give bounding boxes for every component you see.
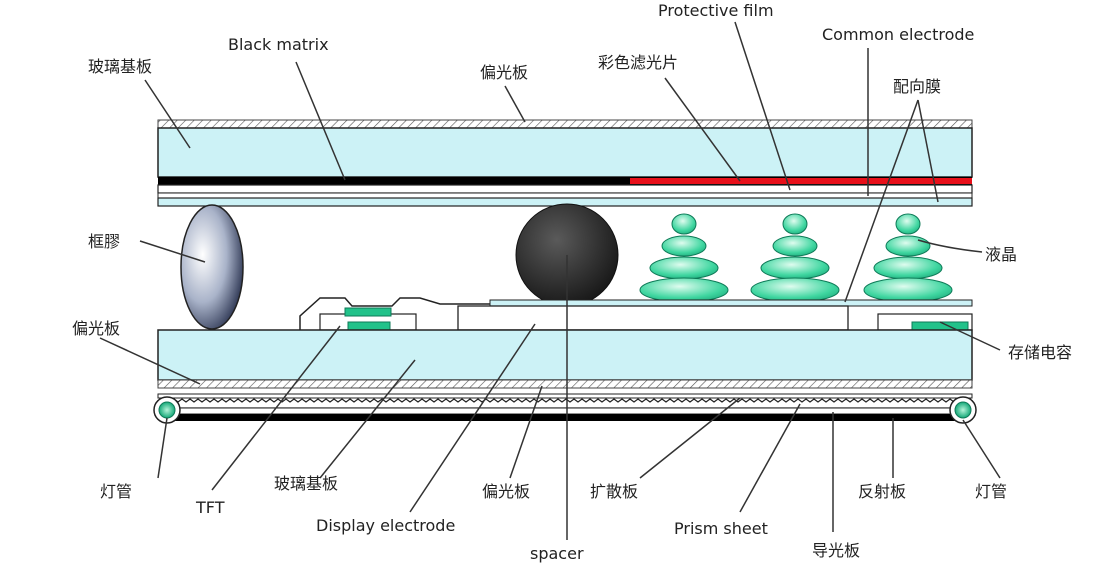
label-reflector: 反射板 [858, 482, 906, 501]
color-filter-layer [630, 178, 972, 184]
liquid-crystal-molecule [639, 213, 729, 303]
label-light-guide: 导光板 [812, 541, 860, 560]
label-protective-film: Protective film [658, 1, 774, 20]
display-electrode-layer [457, 305, 849, 331]
liquid-crystal-molecule [750, 213, 840, 303]
label-diffuser: 扩散板 [590, 482, 638, 501]
reflector-layer [166, 414, 966, 421]
bottom-glass-substrate [157, 329, 973, 381]
tft-structure [299, 297, 490, 331]
label-alignment-film: 配向膜 [893, 77, 941, 96]
label-glass-top: 玻璃基板 [88, 57, 152, 76]
sealant-shape [180, 204, 244, 330]
light-guide-layer [167, 407, 965, 415]
bottom-polarizer-layer [157, 379, 973, 389]
lamp-left-core [158, 401, 176, 419]
label-lamp-right: 灯管 [975, 482, 1007, 501]
label-storage-capacitor: 存储电容 [1008, 343, 1072, 362]
label-liquid-crystal: 液晶 [985, 245, 1017, 264]
label-spacer: spacer [530, 544, 584, 563]
top-polarizer-layer [157, 119, 973, 129]
bottom-alignment-film [489, 299, 973, 307]
label-glass-bottom: 玻璃基板 [274, 474, 338, 493]
label-polarizer-bottom-left: 偏光板 [72, 319, 120, 338]
label-common-electrode: Common electrode [822, 25, 974, 44]
storage-capacitor-electrode [911, 321, 969, 331]
prism-sheet-layer [169, 398, 963, 409]
protective-film-layer [157, 184, 973, 194]
lamp-right-core [954, 401, 972, 419]
liquid-crystal-molecule [863, 213, 953, 303]
diffuser-layer [157, 393, 973, 399]
label-color-filter: 彩色滤光片 [598, 53, 678, 72]
black-matrix-layer [158, 177, 972, 185]
label-lamp-left: 灯管 [100, 482, 132, 501]
label-display-electrode: Display electrode [316, 516, 455, 535]
label-sealant: 框膠 [88, 232, 120, 251]
label-prism-sheet: Prism sheet [674, 519, 768, 538]
label-black-matrix: Black matrix [228, 35, 329, 54]
common-electrode-layer [157, 192, 973, 199]
label-tft: TFT [195, 498, 225, 517]
label-polarizer-top: 偏光板 [480, 63, 528, 82]
label-polarizer-bottom: 偏光板 [482, 482, 530, 501]
top-glass-substrate [157, 127, 973, 178]
leader-lines [99, 21, 1001, 540]
